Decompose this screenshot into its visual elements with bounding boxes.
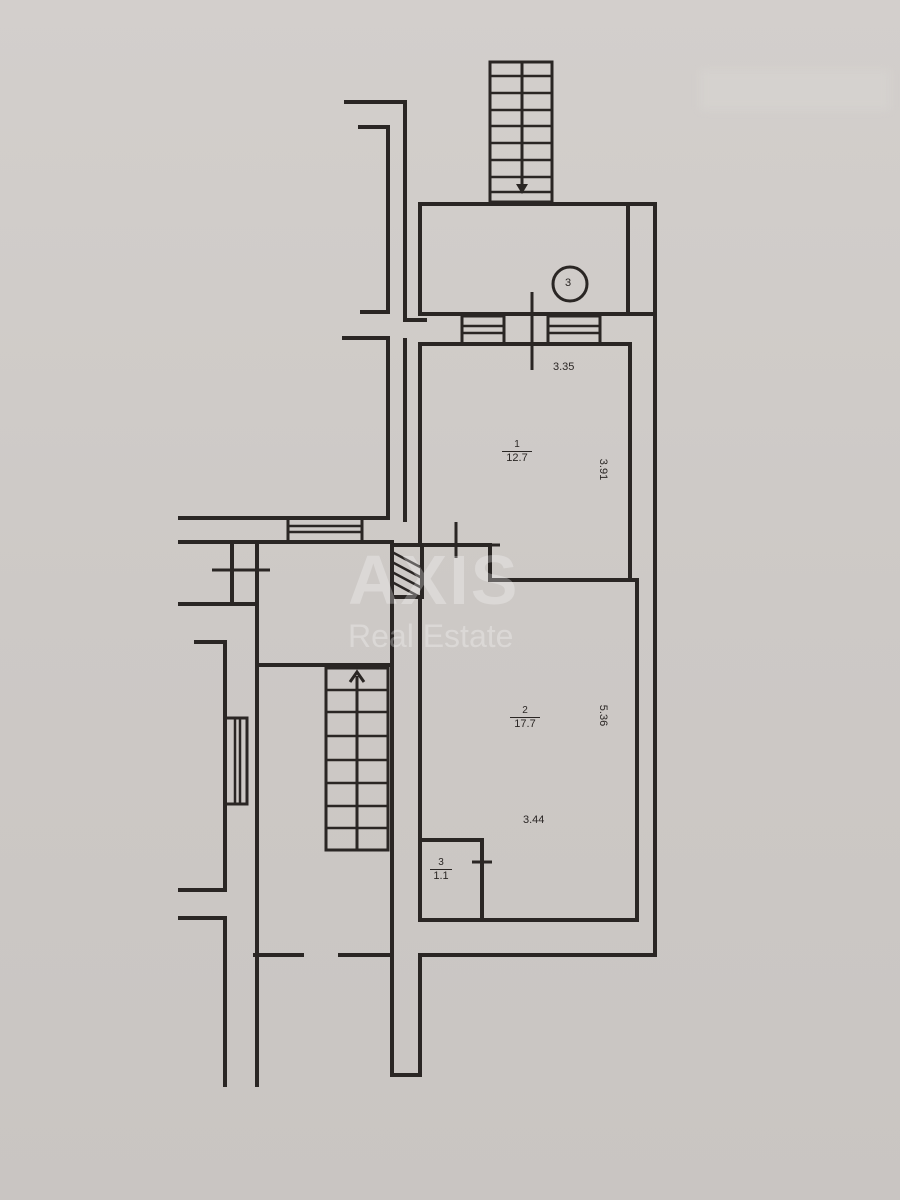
room-marker-circle [551,265,589,303]
room-3-area: 1.1 [433,870,449,882]
room-2-area: 17.7 [514,718,536,730]
room-3-number: 3 [430,858,452,870]
room-1-label: 1 12.7 [502,440,532,464]
dimension-room2-length: 5.36 [597,704,610,727]
room-1-area: 12.7 [506,452,528,464]
room-marker-number: 3 [565,277,572,289]
top-staircase [488,60,554,204]
stair-arrow-up-icon [348,669,366,683]
room-2-number: 2 [510,706,540,718]
room-3-label: 3 1.1 [430,858,452,882]
dimension-room2-width: 3.44 [523,814,545,826]
room-1-number: 1 [502,440,532,452]
blurred-stamp-area [700,70,890,110]
dimension-room1-length: 3.91 [597,458,610,481]
hatched-column [390,543,424,599]
room-2-label: 2 17.7 [510,706,540,730]
stair-arrow-down-icon [516,184,528,194]
lower-staircase [255,663,394,852]
dimension-room1-width: 3.35 [553,361,575,373]
